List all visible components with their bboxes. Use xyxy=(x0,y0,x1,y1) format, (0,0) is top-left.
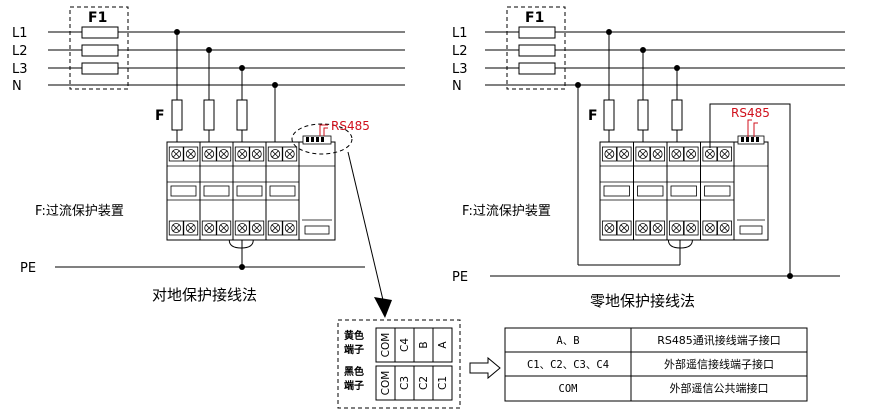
right-arrow-icon xyxy=(469,356,501,380)
spd-pole xyxy=(633,141,668,241)
line-label-n: N xyxy=(12,79,22,94)
terminal-pin-label: A xyxy=(437,341,449,349)
line-label-n: N xyxy=(452,79,462,94)
table-cell-key: A、B xyxy=(556,335,579,347)
spd-remote-module xyxy=(733,135,769,241)
line-label-l3: L3 xyxy=(12,62,28,77)
neutral-ground-protection-diagram: F1 L1 L2 L3 N F RS485 xyxy=(452,6,845,310)
terminal-pin-label: C3 xyxy=(399,376,411,390)
terminal-pin-label: COM xyxy=(380,333,392,358)
fuse-box xyxy=(69,6,129,90)
pe-label: PE xyxy=(452,270,468,285)
spd-remote-module xyxy=(298,135,336,241)
line-label-l1: L1 xyxy=(12,26,28,41)
fuse-label: F xyxy=(588,108,598,124)
rs485-label: RS485 xyxy=(331,119,370,133)
terminal-pin-label: C4 xyxy=(399,338,411,352)
fuse-box-label: F1 xyxy=(525,10,544,26)
terminal-pin-label: C2 xyxy=(418,376,430,390)
table-cell-key: C1、C2、C3、C4 xyxy=(527,359,609,371)
yellow-terminal-label: 黄色 xyxy=(344,329,364,342)
spd-pole xyxy=(166,141,201,241)
spd-pole xyxy=(666,141,701,241)
fuse-label: F xyxy=(155,108,165,124)
line-label-l2: L2 xyxy=(452,44,468,59)
ground-protection-diagram: F1 L1 L2 L3 N F RS485 xyxy=(12,6,405,318)
line-label-l1: L1 xyxy=(452,26,468,41)
line-label-l3: L3 xyxy=(452,62,468,77)
terminal-table: A、B RS485通讯接线端子接口 C1、C2、C3、C4 外部遥信接线端子接口… xyxy=(504,327,808,402)
line-label-l2: L2 xyxy=(12,44,28,59)
fuse-box xyxy=(506,6,566,90)
black-terminal-block: COM C3 C2 C1 xyxy=(375,365,453,401)
terminal-pin-label: COM xyxy=(380,371,392,396)
spd-pole xyxy=(700,141,735,241)
table-cell-key: COM xyxy=(559,383,578,395)
pe-label: PE xyxy=(20,261,36,276)
terminal-pin-label: C1 xyxy=(437,376,449,390)
terminal-pin-label: B xyxy=(418,341,430,348)
spd-pole xyxy=(265,141,300,241)
diagram-caption: 零地保护接线法 xyxy=(590,292,695,310)
black-terminal-label: 黑色 xyxy=(344,365,364,378)
spd-module xyxy=(166,135,336,249)
table-cell-desc: 外部遥信公共端接口 xyxy=(670,381,769,395)
black-terminal-label-2: 端子 xyxy=(344,379,364,392)
fuse-box-label: F1 xyxy=(88,10,107,26)
spd-pole xyxy=(599,141,634,241)
rs485-highlight xyxy=(291,123,353,155)
spd-module xyxy=(599,135,769,249)
protection-note: F:过流保护装置 xyxy=(35,204,124,219)
yellow-terminal-label-2: 端子 xyxy=(344,343,364,356)
rs485-label: RS485 xyxy=(731,106,770,120)
table-cell-desc: 外部遥信接线端子接口 xyxy=(664,357,774,371)
table-cell-desc: RS485通讯接线端子接口 xyxy=(657,333,781,347)
diagram-caption: 对地保护接线法 xyxy=(152,286,257,304)
spd-pole xyxy=(199,141,234,241)
spd-pole xyxy=(232,141,267,241)
protection-note: F:过流保护装置 xyxy=(462,204,551,219)
